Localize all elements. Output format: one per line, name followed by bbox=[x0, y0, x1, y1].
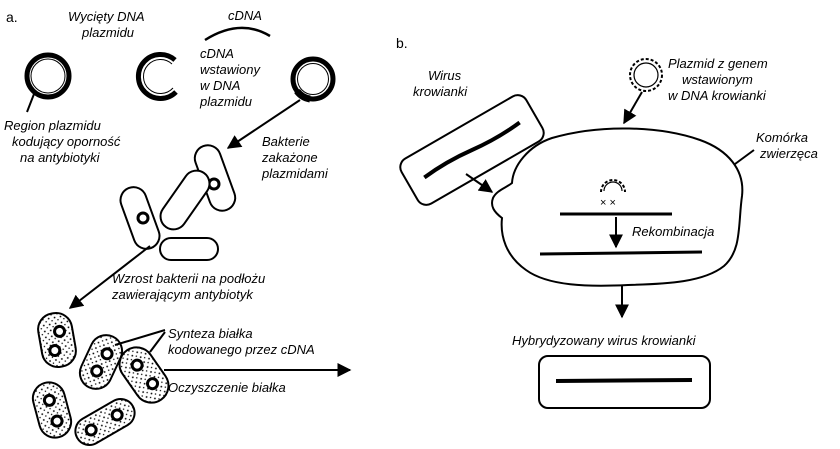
vaccinia-virus-label: Wirus krowianki bbox=[413, 68, 468, 99]
panel-a: a. bbox=[4, 8, 350, 449]
hybrid-virus-label: Hybrydyzowany wirus krowianki bbox=[512, 333, 697, 348]
protein-purification-label: Oczyszczenie białka bbox=[168, 380, 286, 395]
cut-plasmid-label: Wycięty DNA plazmidu bbox=[68, 9, 148, 40]
plasmid-with-gene-label: Plazmid z genem wstawionym w DNA krowian… bbox=[668, 56, 771, 103]
recombination-label: Rekombinacja bbox=[632, 224, 714, 239]
hybrid-virus bbox=[539, 356, 710, 408]
panel-b: b. × × bbox=[396, 35, 818, 408]
panel-a-label: a. bbox=[6, 9, 18, 25]
cell-dna-strand-2 bbox=[540, 252, 702, 254]
plasmid-cut bbox=[138, 54, 176, 98]
synthesis-pointer-2 bbox=[150, 332, 165, 352]
infected-bacteria-label: Bakterie zakażone plazmidami bbox=[261, 134, 329, 181]
plasmid-intact bbox=[27, 55, 69, 97]
plasmid-with-cdna bbox=[293, 59, 333, 99]
protein-synthesis-label: Synteza białka kodowanego przez cDNA bbox=[168, 326, 315, 357]
protein-producing-bacteria bbox=[29, 310, 175, 449]
bacteria-growth-label: Wzrost bakterii na podłożu zawierającym … bbox=[111, 271, 269, 302]
resistance-region-label: Region plazmidu kodujący oporność na ant… bbox=[4, 118, 124, 165]
animal-cell-pointer bbox=[735, 150, 754, 164]
plasmid-with-gene bbox=[630, 59, 662, 91]
resistance-region-pointer bbox=[27, 94, 34, 112]
animal-cell bbox=[492, 128, 742, 285]
panel-b-label: b. bbox=[396, 35, 408, 51]
crossover-marks: × × bbox=[600, 197, 616, 209]
arrow-plasmid-to-cell bbox=[624, 92, 642, 123]
animal-cell-label: Komórka zwierzęca bbox=[756, 130, 818, 161]
bacteria-with-plasmids bbox=[117, 142, 239, 260]
cdna-fragment bbox=[205, 28, 270, 40]
cdna-inserted-label: cDNA wstawiony w DNA plazmidu bbox=[199, 46, 264, 109]
cdna-label: cDNA bbox=[228, 8, 262, 23]
